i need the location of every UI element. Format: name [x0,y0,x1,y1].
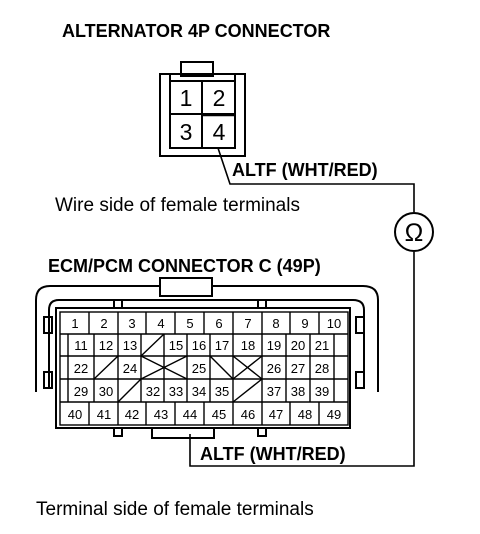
alternator-connector [159,61,246,157]
ecm-pin-26: 26 [267,361,281,376]
ecm-pin-16: 16 [192,338,206,353]
ohmmeter-symbol: Ω [405,219,424,247]
alternator-view-caption: Wire side of female terminals [55,195,300,216]
alternator-wire-label: ALTF (WHT/RED) [232,160,378,180]
ecm-pin-4: 4 [157,316,164,331]
alternator-pin-4: 4 [213,119,226,145]
ecm-connector-outer-shell [35,285,379,392]
ecm-pin-47: 47 [269,407,283,422]
alternator-connector-housing [159,73,246,157]
ecm-pin-35: 35 [215,384,229,399]
blocked-cavity-14 [140,333,165,357]
ecm-pin-28: 28 [315,361,329,376]
ecm-connector-top-latch [159,277,213,297]
ecm-pin-13: 13 [123,338,137,353]
ecm-pin-19: 19 [267,338,281,353]
blocked-cavity-36 [232,378,263,403]
ecm-pin-22: 22 [74,361,88,376]
ecm-pin-44: 44 [183,407,197,422]
ecm-pin-7: 7 [244,316,251,331]
ecm-pin-37: 37 [267,384,281,399]
ecm-pin-5: 5 [186,316,193,331]
ecm-pin-9: 9 [301,316,308,331]
ecm-connector-title: ECM/PCM CONNECTOR C (49P) [48,256,321,276]
ecm-pin-34: 34 [192,384,206,399]
ecm-pin-33: 33 [169,384,183,399]
alternator-pin-2: 2 [213,85,226,111]
test-leads [189,147,415,467]
ecm-pin-3: 3 [128,316,135,331]
ecm-pin-18: 18 [241,338,255,353]
ecm-cavity-grid [59,311,349,426]
ecm-pin-42: 42 [125,407,139,422]
ecm-pin-11: 11 [74,338,88,353]
ecm-view-caption: Terminal side of female terminals [36,499,314,520]
ecm-pin-41: 41 [97,407,111,422]
ecm-pin-1: 1 [71,316,78,331]
ecm-pin-39: 39 [315,384,329,399]
ecm-pin-48: 48 [298,407,312,422]
ecm-pin-32: 32 [146,384,160,399]
ecm-pin-17: 17 [215,338,229,353]
ecm-pin-21: 21 [315,338,329,353]
ohmmeter-icon: Ω [394,212,434,252]
ecm-connector-bottom-key [151,427,215,439]
ecm-pin-12: 12 [99,338,113,353]
ecm-pin-20: 20 [291,338,305,353]
ecm-pin-43: 43 [154,407,168,422]
ecm-pin-8: 8 [272,316,279,331]
ecm-connector [35,277,379,439]
ecm-pin-10: 10 [327,316,341,331]
alternator-connector-lock-tab [180,61,214,77]
ecm-wire-label: ALTF (WHT/RED) [200,444,346,464]
alternator-pin-1: 1 [180,85,193,111]
ecm-pin-45: 45 [212,407,226,422]
ecm-pin-15: 15 [169,338,183,353]
alternator-pin-3: 3 [180,119,193,145]
blocked-cavity-22b [93,355,119,380]
alternator-connector-title: ALTERNATOR 4P CONNECTOR [62,21,331,41]
blocked-cavity-31 [117,378,142,403]
ecm-pin-25: 25 [192,361,206,376]
ecm-pin-46: 46 [241,407,255,422]
ecm-connector-inner-frame [48,299,365,388]
ecm-pin-6: 6 [215,316,222,331]
ecm-pin-40: 40 [68,407,82,422]
ecm-pin-38: 38 [291,384,305,399]
ecm-pin-29: 29 [74,384,88,399]
ecm-pin-24: 24 [123,361,137,376]
ecm-pin-49: 49 [327,407,341,422]
ecm-pin-2: 2 [100,316,107,331]
ecm-pin-30: 30 [99,384,113,399]
ecm-pin-27: 27 [291,361,305,376]
